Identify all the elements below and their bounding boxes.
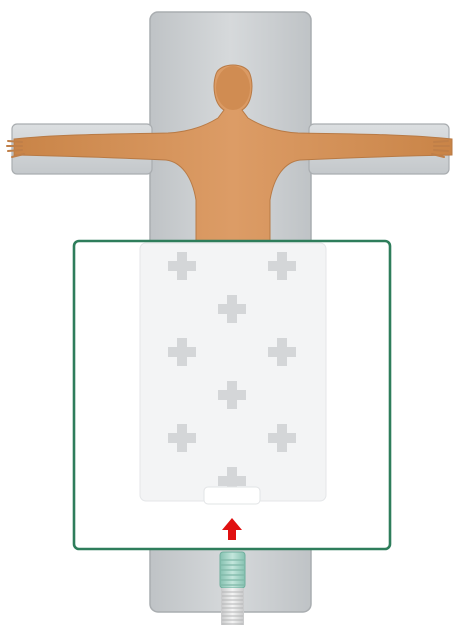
patient-head [216,66,250,110]
hose-tube [221,588,244,625]
pad-port [204,487,260,504]
patient-figure [7,65,452,242]
drape [74,241,390,549]
hose-assembly [220,552,245,625]
pad-area [140,243,326,501]
